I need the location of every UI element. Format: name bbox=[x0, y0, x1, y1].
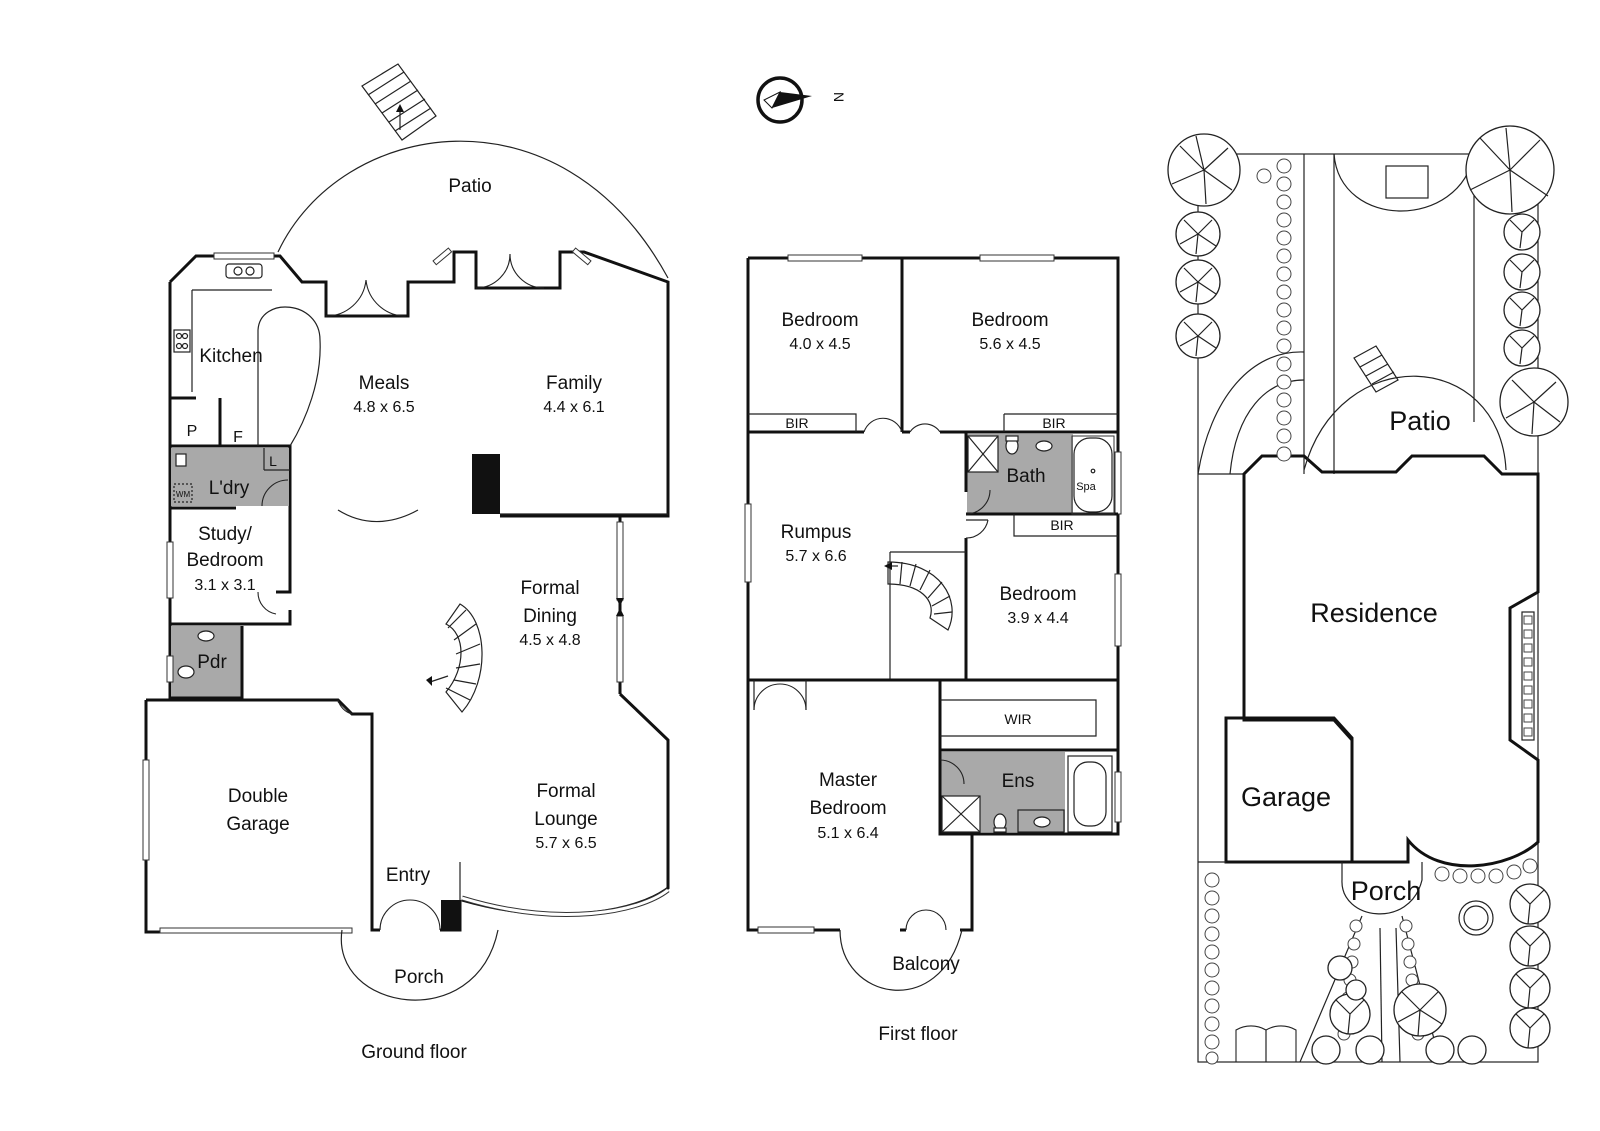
ff-bath-label: Bath bbox=[1006, 466, 1045, 487]
ff-bedroom2-size: 5.6 x 4.5 bbox=[979, 336, 1040, 353]
gf-meals-size: 4.8 x 6.5 bbox=[353, 399, 414, 416]
compass: N bbox=[756, 76, 847, 124]
gf-garage-label-2: Garage bbox=[226, 814, 289, 835]
gf-dining-label-1: Formal bbox=[520, 578, 579, 599]
kitchen-sink-icon bbox=[225, 263, 263, 279]
ff-bir2-label: BIR bbox=[1042, 415, 1065, 431]
first-floor-plan bbox=[744, 254, 1122, 991]
ff-master-label-1: Master bbox=[819, 770, 878, 791]
ground-floor-caption: Ground floor bbox=[361, 1042, 467, 1063]
site-trees bbox=[1167, 125, 1569, 1065]
hedge-left bbox=[1204, 158, 1292, 1065]
gf-dining-label-2: Dining bbox=[523, 606, 577, 627]
gf-meals-label: Meals bbox=[359, 373, 410, 394]
gf-fridge-label: F bbox=[233, 429, 243, 446]
bay-window-lights bbox=[1523, 615, 1533, 737]
site-garage-label: Garage bbox=[1241, 782, 1331, 812]
ff-master-size: 5.1 x 6.4 bbox=[817, 825, 878, 842]
gf-entry-label: Entry bbox=[386, 865, 431, 886]
gf-patio-label: Patio bbox=[448, 176, 491, 197]
ff-bedroom3-size: 3.9 x 4.4 bbox=[1007, 610, 1068, 627]
site-patio-stairs bbox=[1353, 345, 1399, 393]
ff-bedroom3-label: Bedroom bbox=[999, 584, 1076, 605]
ff-bir3-label: BIR bbox=[1050, 517, 1073, 533]
gf-family-size: 4.4 x 6.1 bbox=[543, 399, 604, 416]
ff-rumpus-label: Rumpus bbox=[781, 522, 852, 543]
gf-study-label-1: Study/ bbox=[198, 524, 253, 545]
ground-stairs bbox=[426, 603, 483, 713]
ff-bedroom2-label: Bedroom bbox=[971, 310, 1048, 331]
gf-porch-label: Porch bbox=[394, 967, 444, 988]
gf-garage-label-1: Double bbox=[228, 786, 288, 807]
first-floor-stairs bbox=[884, 561, 953, 631]
gf-linen-label: L bbox=[269, 453, 277, 469]
site-plan bbox=[1167, 125, 1569, 1065]
ff-balcony-label: Balcony bbox=[892, 954, 960, 975]
gf-lounge-size: 5.7 x 6.5 bbox=[535, 835, 596, 852]
ff-bedroom1-size: 4.0 x 4.5 bbox=[789, 336, 850, 353]
cooktop-icon bbox=[173, 329, 191, 353]
gf-lounge-label-1: Formal bbox=[536, 781, 595, 802]
ff-wir-label: WIR bbox=[1004, 711, 1031, 727]
patio-stairs bbox=[361, 63, 437, 141]
gf-dining-size: 4.5 x 4.8 bbox=[519, 632, 580, 649]
site-patio-label: Patio bbox=[1389, 406, 1451, 436]
site-residence-label: Residence bbox=[1310, 598, 1438, 628]
gf-family-label: Family bbox=[546, 373, 602, 394]
ff-bir1-label: BIR bbox=[785, 415, 808, 431]
gf-study-size: 3.1 x 3.1 bbox=[194, 577, 255, 594]
gf-laundry-label: L'dry bbox=[209, 478, 250, 499]
ff-ensuite-label: Ens bbox=[1002, 771, 1035, 792]
ff-spa-label: Spa bbox=[1076, 481, 1096, 493]
ff-master-label-2: Bedroom bbox=[809, 798, 886, 819]
gf-kitchen-label: Kitchen bbox=[199, 346, 262, 367]
compass-north-label: N bbox=[831, 92, 847, 102]
ff-rumpus-size: 5.7 x 6.6 bbox=[785, 548, 846, 565]
first-floor-caption: First floor bbox=[878, 1024, 958, 1045]
gf-study-label-2: Bedroom bbox=[186, 550, 263, 571]
gf-pantry-label: P bbox=[187, 423, 198, 440]
gf-washing-machine-label: WM bbox=[176, 490, 191, 499]
ff-bedroom1-label: Bedroom bbox=[781, 310, 858, 331]
ground-floor-plan bbox=[142, 63, 670, 1001]
site-porch-label: Porch bbox=[1351, 876, 1422, 906]
gf-lounge-label-2: Lounge bbox=[534, 809, 597, 830]
gf-powder-label: Pdr bbox=[197, 652, 227, 673]
